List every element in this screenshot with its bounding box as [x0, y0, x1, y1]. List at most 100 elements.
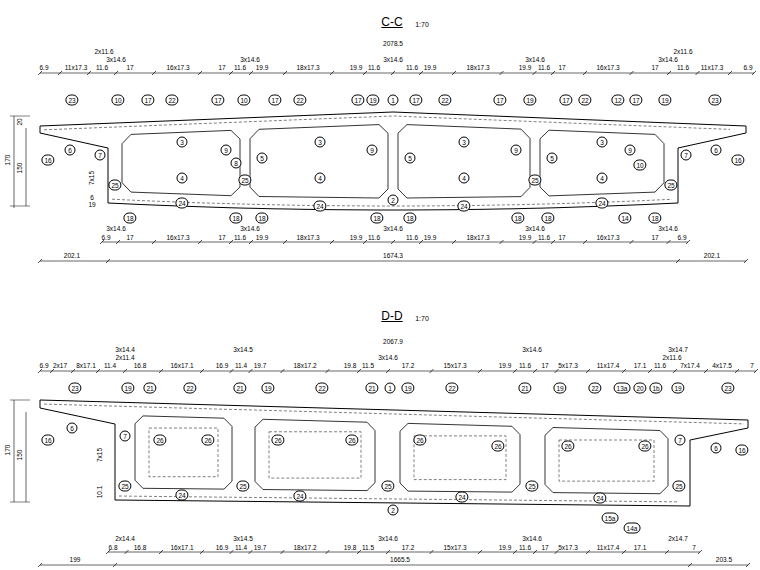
callout-number: 24 [593, 493, 606, 504]
dimension-text: 202.1 [64, 253, 80, 260]
dimension-tick [667, 71, 671, 75]
dimension-tick [96, 369, 100, 373]
dimension-text: 19.7 [254, 363, 267, 370]
dimension-text: 11.6 [538, 235, 550, 242]
callout-number: 13a [614, 383, 631, 394]
callout-number: 19 [121, 383, 134, 394]
dimension-tick [648, 369, 652, 373]
dimension-tick [10, 502, 30, 503]
dimension-text: 18x17.3 [466, 235, 489, 242]
dimension-tick [533, 369, 537, 373]
dimension-tick [391, 240, 395, 244]
dimension-tick [551, 71, 555, 75]
dimension-text: 6.9 [101, 235, 110, 242]
dimension-tick [283, 71, 287, 75]
dimension-tick [281, 369, 285, 373]
dimension-tick [249, 550, 253, 554]
dimension-text: 11x17.4 [597, 363, 620, 370]
dimension-tick [583, 71, 587, 75]
callout-number: 4 [177, 173, 188, 184]
dimension-text: 16x17.3 [596, 65, 619, 72]
callout-number: 26 [271, 435, 284, 446]
dimension-tick [198, 71, 202, 75]
box-cell [135, 416, 232, 489]
callout-number: 10 [237, 95, 250, 106]
dimension-tick [698, 550, 702, 554]
callout-number: 21 [518, 383, 531, 394]
callout-number: 24 [455, 492, 468, 503]
dimension-text: 11.5 [362, 363, 374, 370]
dimension-tick [752, 71, 756, 75]
callout-number: 17 [493, 95, 506, 106]
dimension-tick [159, 550, 163, 554]
callout-number: 7 [681, 150, 692, 161]
dimension-text: 3x14.6 [378, 536, 398, 543]
callout-number: 24 [175, 490, 188, 501]
box-cell [122, 130, 240, 195]
dimension-text: 17 [558, 65, 565, 72]
callout-number: 19 [401, 383, 414, 394]
callout-number: 9 [625, 145, 636, 156]
dimension-tick [735, 369, 739, 373]
dimension-text: 7x15 [89, 171, 96, 185]
dimension-tick [630, 240, 634, 244]
section-title: C-C [381, 16, 402, 28]
callout-number: 9 [511, 145, 522, 156]
dimension-tick [330, 71, 334, 75]
dimension-text: 11x17.3 [65, 65, 88, 72]
dimension-text: 18x17.3 [296, 235, 319, 242]
dimension-text: 2067.9 [383, 339, 403, 346]
dimension-text: 3x14.6 [383, 57, 403, 64]
dimension-text: 8x17.1 [76, 363, 96, 370]
dimension-text: 202.1 [704, 253, 720, 260]
dimension-text: 170 [5, 445, 12, 456]
dimension-tick [704, 369, 708, 373]
dimension-text: 11.6 [368, 235, 380, 242]
callout-number: 19 [553, 383, 566, 394]
dimension-tick [58, 71, 62, 75]
dimension-tick [229, 240, 233, 244]
rebar-line [44, 404, 744, 424]
callout-number: 25 [238, 175, 251, 186]
dimension-line [40, 565, 748, 566]
dimension-text: 150 [17, 450, 24, 461]
dimension-tick [125, 550, 129, 554]
callout-number: 17 [268, 95, 281, 106]
callout-number: 23 [65, 95, 78, 106]
dimension-tick [229, 71, 233, 75]
callout-number: 19 [671, 383, 684, 394]
callout-number: 22 [438, 95, 451, 106]
dimension-tick [419, 240, 423, 244]
girder-outline [40, 112, 746, 210]
dimension-text: 6.9 [743, 65, 752, 72]
callout-number: 3 [597, 137, 608, 148]
dimension-text: 17 [126, 65, 133, 72]
dimension-text: 19.8 [344, 545, 357, 552]
dimension-text: 16.8 [134, 363, 147, 370]
callout-number: 25 [118, 481, 131, 492]
diaphragm-opening [559, 440, 654, 481]
callout-number: 16 [41, 435, 54, 446]
dimension-text: 3x14.6 [522, 536, 542, 543]
dimension-tick [283, 240, 287, 244]
dimension-tick [533, 240, 537, 244]
dimension-text: 15x17.3 [443, 363, 466, 370]
dimension-tick [116, 240, 120, 244]
dimension-tick [728, 71, 732, 75]
dimension-tick [500, 71, 504, 75]
dimension-tick [452, 71, 456, 75]
dimension-tick [200, 550, 204, 554]
dimension-tick [10, 400, 30, 401]
dimension-text: 17 [558, 235, 565, 242]
callout-number: 4 [597, 173, 608, 184]
dimension-text: 3x14.7 [668, 347, 688, 354]
callout-number: 23 [68, 383, 81, 394]
dimension-line [40, 261, 746, 262]
dimension-text: 3x14.6 [525, 57, 545, 64]
dimension-tick [106, 259, 110, 263]
dimension-text: 2x14.7 [668, 536, 688, 543]
dimension-text: 11.6 [519, 545, 531, 552]
dimension-text: 19.9 [424, 65, 437, 72]
dimension-text: 6 [90, 195, 94, 202]
callout-number: 12 [611, 95, 624, 106]
